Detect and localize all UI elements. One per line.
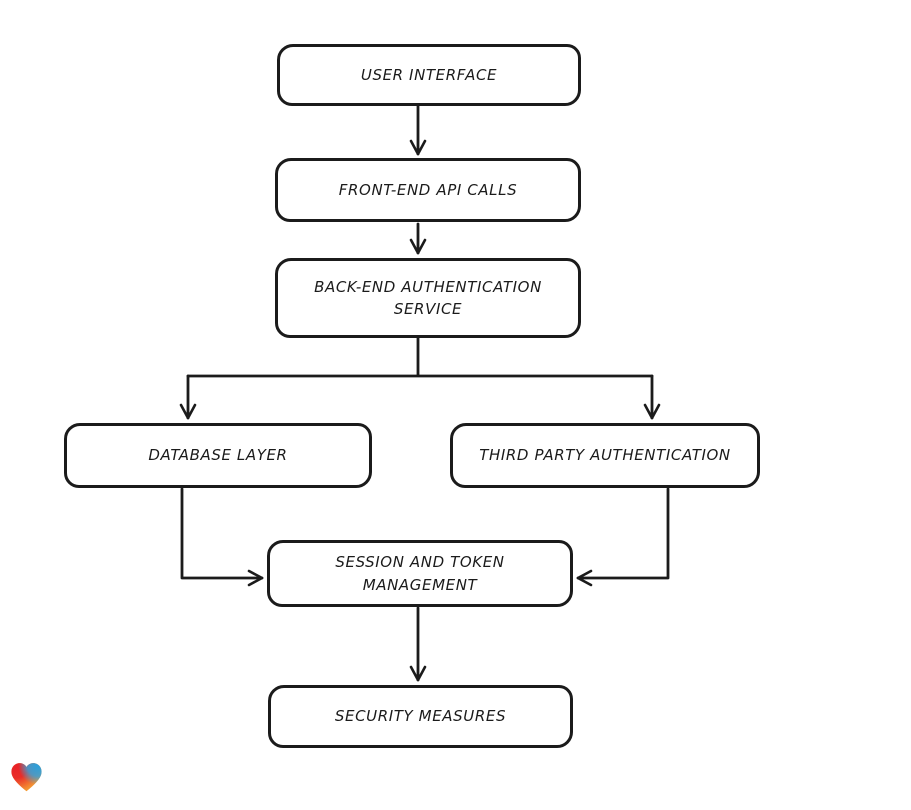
node-front-end-api-calls[interactable]: FRONT-END API CALLS xyxy=(275,158,581,222)
node-database-layer[interactable]: DATABASE LAYER xyxy=(64,423,372,488)
edge-backend-auth-branch-trunk xyxy=(186,336,654,378)
node-back-end-authentication-service[interactable]: BACK-END AUTHENTICATION SERVICE xyxy=(275,258,581,338)
node-label: USER INTERFACE xyxy=(360,65,498,84)
node-label: SESSION AND TOKEN MANAGEMENT xyxy=(335,553,505,594)
heart-logo-icon[interactable] xyxy=(9,760,44,795)
edge-third-party-auth-to-session-token xyxy=(576,487,670,587)
node-security-measures[interactable]: SECURITY MEASURES xyxy=(268,685,573,748)
node-label: FRONT-END API CALLS xyxy=(338,180,518,199)
node-label: DATABASE LAYER xyxy=(148,446,288,465)
node-session-and-token-management[interactable]: SESSION AND TOKEN MANAGEMENT xyxy=(267,540,573,607)
node-label: THIRD PARTY AUTHENTICATION xyxy=(479,446,731,465)
node-user-interface[interactable]: USER INTERFACE xyxy=(277,44,581,106)
node-third-party-authentication[interactable]: THIRD PARTY AUTHENTICATION xyxy=(450,423,760,488)
node-label: BACK-END AUTHENTICATION SERVICE xyxy=(314,277,542,319)
node-label: SECURITY MEASURES xyxy=(334,707,507,726)
edge-database-layer-to-session-token xyxy=(180,487,264,587)
